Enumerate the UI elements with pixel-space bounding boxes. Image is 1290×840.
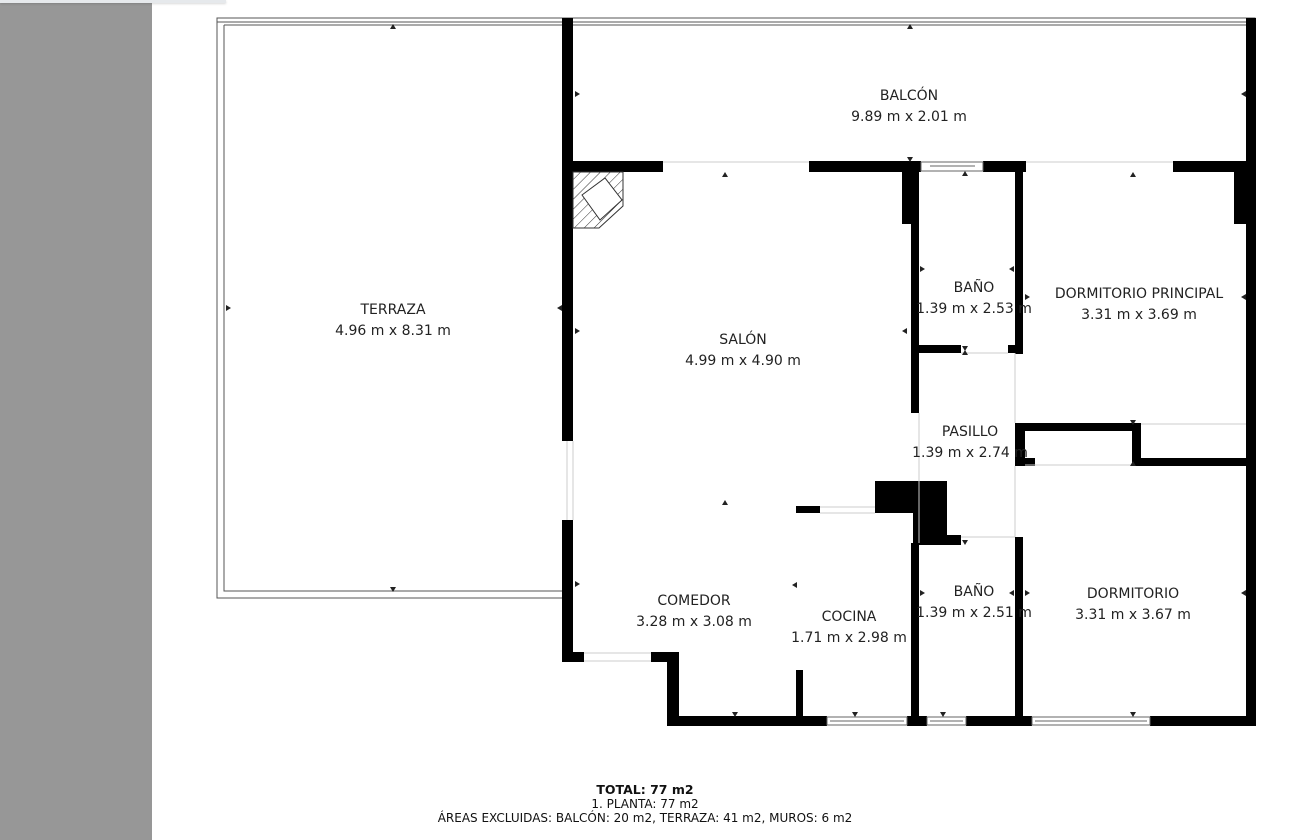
area-summary: TOTAL: 77 m2 1. PLANTA: 77 m2 ÁREAS EXCL…	[0, 782, 1290, 826]
room-dims: 3.31 m x 3.67 m	[1075, 607, 1191, 623]
room-name: BAÑO	[953, 280, 995, 296]
room-bano-1: BAÑO 1.39 m x 2.53 m	[916, 278, 1032, 320]
side-panel	[0, 0, 152, 840]
room-salon: SALÓN 4.99 m x 4.90 m	[685, 330, 801, 372]
room-dims: 1.39 m x 2.53 m	[916, 301, 1032, 317]
dimension-markers	[226, 24, 1246, 717]
room-name: BAÑO	[953, 584, 995, 600]
room-name: PASILLO	[941, 424, 999, 440]
top-bar	[0, 0, 226, 3]
room-dims: 1.39 m x 2.74 m	[912, 445, 1028, 461]
room-cocina: COCINA 1.71 m x 2.98 m	[791, 607, 907, 649]
openings	[566, 161, 1246, 662]
room-dims: 3.31 m x 3.69 m	[1081, 307, 1197, 323]
room-terraza: TERRAZA 4.96 m x 8.31 m	[335, 300, 451, 342]
walls	[562, 18, 1256, 726]
room-dims: 1.39 m x 2.51 m	[916, 605, 1032, 621]
room-dims: 4.96 m x 8.31 m	[335, 323, 451, 339]
room-balcon: BALCÓN 9.89 m x 2.01 m	[851, 86, 967, 128]
total-area: TOTAL: 77 m2	[596, 782, 694, 797]
room-dims: 1.71 m x 2.98 m	[791, 630, 907, 646]
room-dims: 3.28 m x 3.08 m	[636, 614, 752, 630]
room-comedor: COMEDOR 3.28 m x 3.08 m	[636, 591, 752, 633]
floor-area: 1. PLANTA: 77 m2	[591, 797, 699, 811]
room-name: DORMITORIO	[1086, 586, 1180, 602]
room-bano-2: BAÑO 1.39 m x 2.51 m	[916, 582, 1032, 624]
room-dormitorio: DORMITORIO 3.31 m x 3.67 m	[1075, 584, 1191, 626]
windows	[826, 161, 1151, 726]
fireplace	[572, 171, 624, 229]
room-name: SALÓN	[719, 332, 767, 348]
room-name: COCINA	[821, 609, 877, 625]
room-name: COMEDOR	[657, 593, 731, 609]
room-name: BALCÓN	[879, 88, 939, 104]
room-dormitorio-principal: DORMITORIO PRINCIPAL 3.31 m x 3.69 m	[1055, 284, 1223, 326]
room-dims: 9.89 m x 2.01 m	[851, 109, 967, 125]
room-dims: 4.99 m x 4.90 m	[685, 353, 801, 369]
room-name: TERRAZA	[360, 302, 426, 318]
room-pasillo: PASILLO 1.39 m x 2.74 m	[912, 422, 1028, 464]
room-name: DORMITORIO PRINCIPAL	[1054, 286, 1224, 302]
excluded-areas: ÁREAS EXCLUIDAS: BALCÓN: 20 m2, TERRAZA:…	[437, 811, 853, 825]
